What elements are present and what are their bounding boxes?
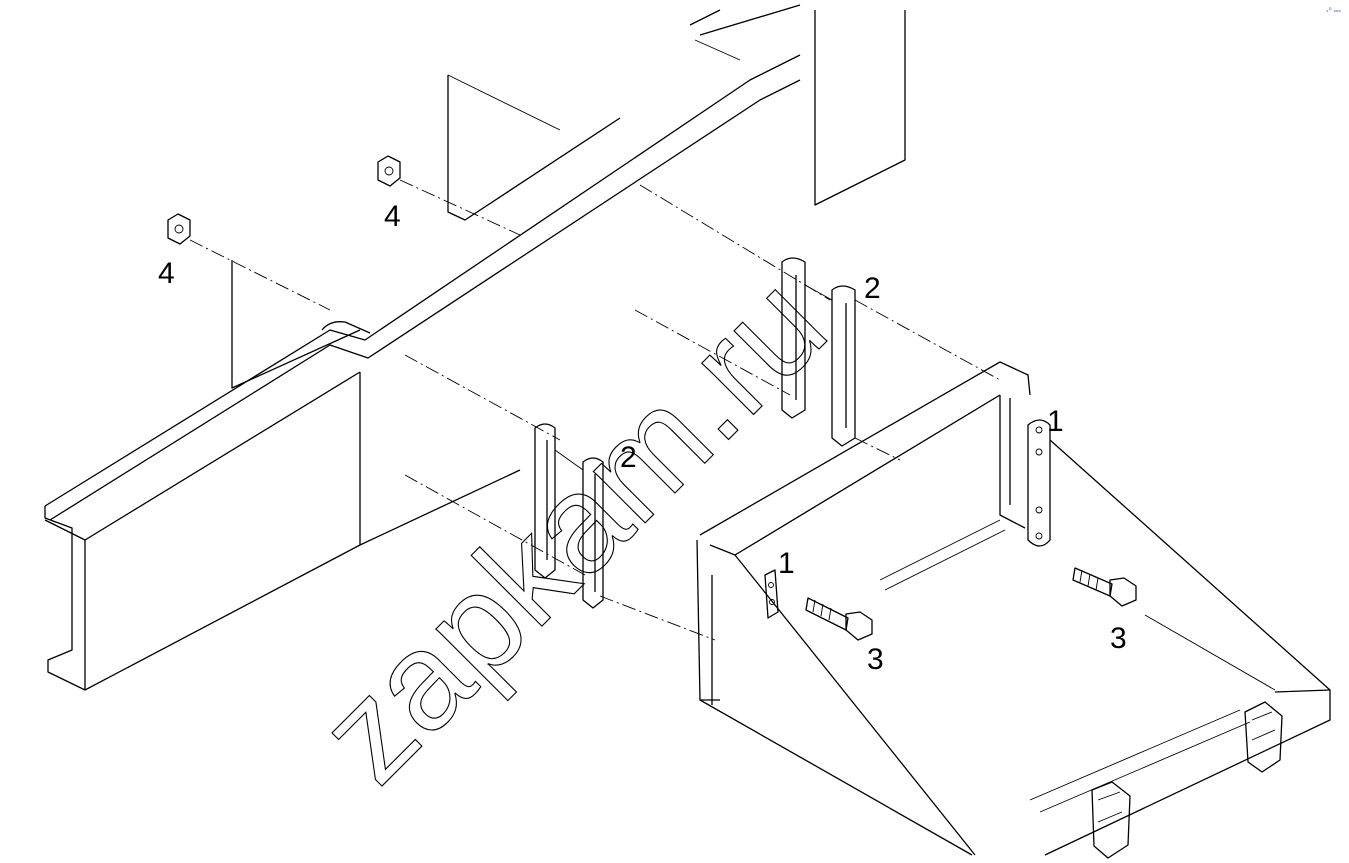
bracket-pair-left [534, 423, 604, 609]
assembly-axes [189, 179, 1001, 641]
bracket-pair-right [781, 257, 856, 447]
strap-right [1027, 419, 1051, 547]
callout-3-bolt-right: 3 [1110, 622, 1127, 655]
callout-4-nut-lower: 4 [158, 257, 175, 290]
frame-rail [44, 4, 906, 691]
nut-lower [167, 213, 191, 245]
strap-left [764, 569, 779, 619]
bolt-right [1072, 567, 1137, 607]
callout-1-strap-left: 1 [778, 547, 795, 580]
callout-3-bolt-left: 3 [867, 643, 884, 676]
callout-4-nut-upper: 4 [384, 200, 401, 233]
latch-right [1244, 701, 1283, 773]
latch-left [1091, 781, 1131, 859]
callout-labels: 1 1 2 2 3 3 4 4 [158, 200, 1127, 676]
callout-2-bracket-right: 2 [864, 272, 881, 305]
bolt-left [805, 597, 873, 641]
corner-mark: ₓᴰ ₒₒₒ [1326, 7, 1341, 14]
callout-2-bracket-left: 2 [620, 441, 637, 474]
callout-1-strap-right: 1 [1047, 405, 1064, 438]
battery-tray [696, 361, 1331, 856]
watermark: zapkam.ru [290, 247, 854, 811]
nut-upper [377, 155, 401, 187]
